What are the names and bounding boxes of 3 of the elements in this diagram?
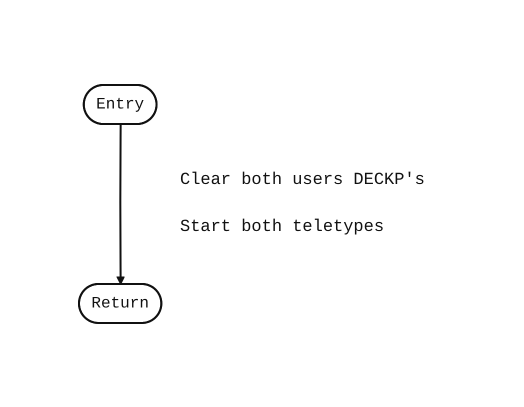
step-note: Clear both users DECKP's — [180, 170, 425, 190]
arrow — [116, 124, 125, 284]
step-note: Start both teletypes — [180, 218, 386, 236]
